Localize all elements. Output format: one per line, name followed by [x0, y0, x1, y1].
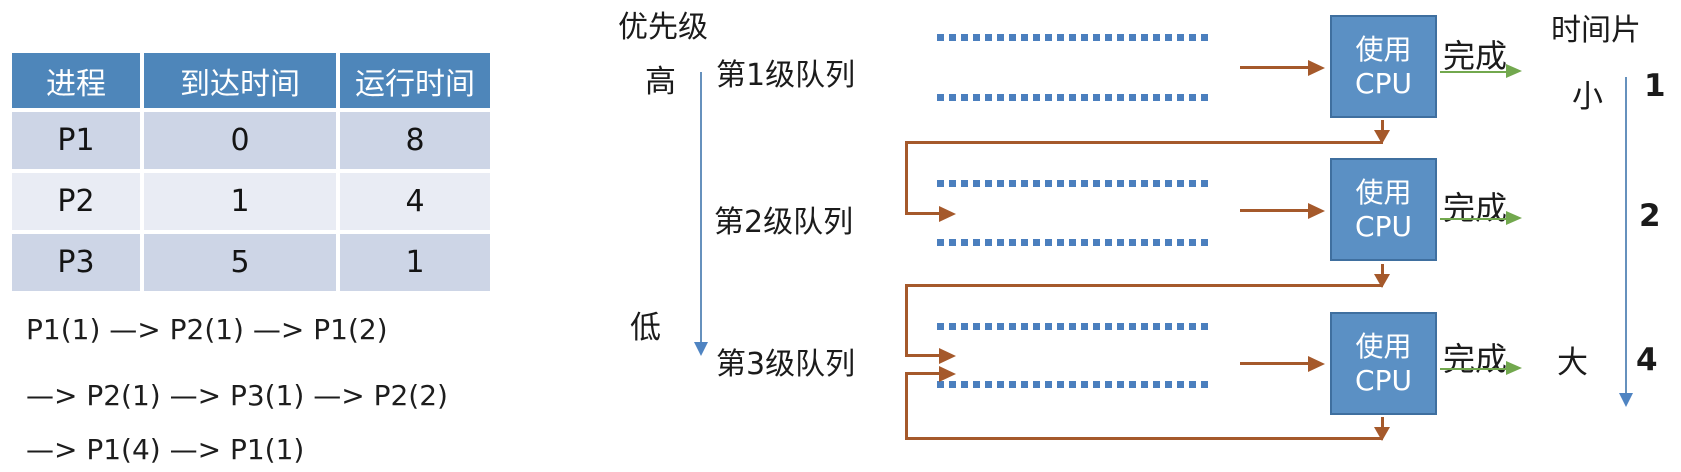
- cpu-box-text-line2: CPU: [1355, 209, 1412, 243]
- queue-3-to-cpu-line: [1240, 362, 1310, 365]
- queue-2-to-cpu-line: [1240, 209, 1310, 212]
- cell-arrival: 5: [144, 234, 336, 291]
- done-label-level-1: 完成: [1443, 37, 1508, 75]
- timeslice-axis-arrowhead-icon: [1619, 393, 1633, 407]
- cpu1-demote-vertical-line: [905, 141, 908, 215]
- table-row: P1 0 8: [12, 112, 490, 169]
- done-arrow-line-level-3: [1440, 368, 1508, 370]
- done-arrowhead-icon-level-2: [1506, 211, 1522, 225]
- queue-2-label: 第2级队列: [714, 205, 854, 240]
- cpu-box-text-line2: CPU: [1355, 66, 1412, 100]
- done-arrow-line-level-1: [1440, 71, 1508, 73]
- cell-runtime: 1: [340, 234, 490, 291]
- priority-axis-line: [700, 72, 702, 342]
- cpu-box-text-line2: CPU: [1355, 363, 1412, 397]
- queue-3-entry-line-lower: [905, 372, 941, 375]
- timeslice-large-label: 大: [1557, 345, 1588, 381]
- priority-axis-title: 优先级: [618, 10, 708, 45]
- cpu2-demote-vertical-line: [905, 284, 908, 357]
- cell-process: P3: [12, 234, 140, 291]
- execution-sequence-line-3: —> P1(4) —> P1(1): [26, 433, 305, 466]
- queue-1-to-cpu-arrowhead-icon: [1308, 60, 1325, 76]
- cpu-box-level-1: 使用 CPU: [1330, 15, 1437, 118]
- cpu2-demote-down-line: [1381, 264, 1384, 275]
- done-arrow-line-level-2: [1440, 218, 1508, 220]
- priority-high-label: 高: [645, 64, 676, 100]
- col-header-process: 进程: [12, 53, 140, 108]
- cell-process: P1: [12, 112, 140, 169]
- done-label-level-3: 完成: [1443, 340, 1508, 378]
- cpu-box-text-line1: 使用: [1355, 32, 1412, 66]
- queue-2-entry-line: [905, 212, 941, 215]
- done-label-level-2: 完成: [1443, 189, 1508, 227]
- queue-1-dotted-line-top: [937, 34, 1213, 41]
- cpu-box-text-line1: 使用: [1355, 329, 1412, 363]
- execution-sequence-line-2: —> P2(1) —> P3(1) —> P2(2): [26, 379, 448, 412]
- cpu3-loop-down-line: [1381, 417, 1384, 428]
- cell-arrival: 0: [144, 112, 336, 169]
- cpu-box-level-2: 使用 CPU: [1330, 158, 1437, 261]
- priority-axis-arrowhead-icon: [694, 342, 708, 356]
- queue-3-to-cpu-arrowhead-icon: [1308, 356, 1325, 372]
- timeslice-value-level-1: 1: [1644, 68, 1666, 104]
- col-header-arrival-time: 到达时间: [144, 53, 336, 108]
- queue-3-label: 第3级队列: [716, 347, 856, 382]
- queue-3-dotted-line-top: [937, 323, 1213, 330]
- queue-1-label: 第1级队列: [716, 58, 856, 93]
- queue-3-dotted-line-bottom: [937, 381, 1213, 388]
- cpu1-demote-down-arrowhead-icon: [1374, 130, 1390, 144]
- table-header-row: 进程 到达时间 运行时间: [12, 53, 490, 108]
- queue-1-to-cpu-line: [1240, 66, 1310, 69]
- queue-3-entry-arrowhead-lower-icon: [939, 366, 956, 382]
- queue-3-entry-arrowhead-upper-icon: [939, 348, 956, 364]
- table-row: P3 5 1: [12, 234, 490, 291]
- cell-arrival: 1: [144, 173, 336, 230]
- done-arrowhead-icon-level-3: [1506, 361, 1522, 375]
- process-table: 进程 到达时间 运行时间 P1 0 8 P2 1 4 P3 5 1: [8, 49, 494, 295]
- table-row: P2 1 4: [12, 173, 490, 230]
- cell-runtime: 4: [340, 173, 490, 230]
- timeslice-value-level-3: 4: [1636, 342, 1658, 378]
- cpu-box-text-line1: 使用: [1355, 175, 1412, 209]
- cpu1-demote-horizontal-line: [905, 141, 1383, 144]
- queue-2-to-cpu-arrowhead-icon: [1308, 203, 1325, 219]
- queue-2-dotted-line-top: [937, 180, 1213, 187]
- done-arrowhead-icon-level-1: [1506, 64, 1522, 78]
- cpu3-loop-vertical-line: [905, 374, 908, 440]
- queue-1-dotted-line-bottom: [937, 94, 1213, 101]
- cpu2-demote-horizontal-line: [905, 284, 1383, 287]
- cpu1-demote-down-line: [1381, 120, 1384, 131]
- timeslice-axis-line: [1625, 77, 1627, 393]
- timeslice-axis-title: 时间片: [1551, 13, 1641, 48]
- queue-2-dotted-line-bottom: [937, 239, 1213, 246]
- queue-2-entry-arrowhead-icon: [939, 206, 956, 222]
- cpu-box-level-3: 使用 CPU: [1330, 312, 1437, 415]
- timeslice-small-label: 小: [1572, 79, 1603, 115]
- cell-runtime: 8: [340, 112, 490, 169]
- cell-process: P2: [12, 173, 140, 230]
- queue-3-entry-line-upper: [905, 354, 941, 357]
- execution-sequence-line-1: P1(1) —> P2(1) —> P1(2): [26, 313, 388, 346]
- priority-low-label: 低: [630, 310, 661, 346]
- col-header-run-time: 运行时间: [340, 53, 490, 108]
- cpu3-loop-horizontal-line: [905, 437, 1383, 440]
- timeslice-value-level-2: 2: [1639, 198, 1661, 234]
